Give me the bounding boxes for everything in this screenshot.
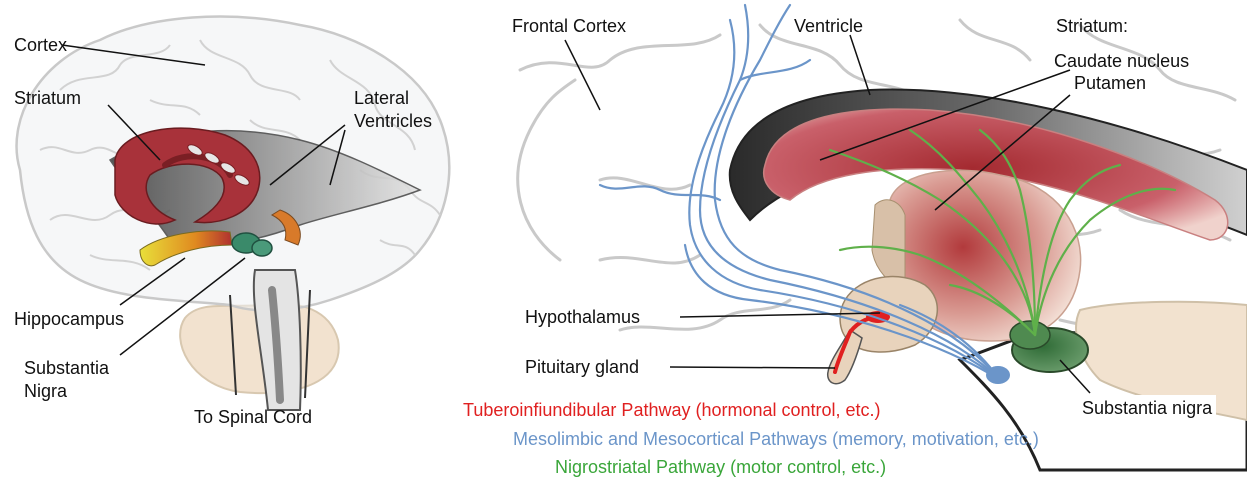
legend-mesolimbic: Mesolimbic and Mesocortical Pathways (me… [513, 428, 1039, 450]
label-lateral-ventricles-line1: Lateral [354, 87, 409, 109]
label-hypothalamus: Hypothalamus [525, 306, 640, 328]
label-lateral-ventricles-line2: Ventricles [354, 110, 432, 132]
label-striatum-left: Striatum [14, 87, 81, 109]
label-hippocampus: Hippocampus [14, 308, 124, 330]
label-striatum-right: Striatum: [1056, 15, 1128, 37]
label-caudate-nucleus: Caudate nucleus [1054, 50, 1189, 72]
label-substantia-nigra-line2: Nigra [24, 380, 67, 402]
label-putamen: Putamen [1074, 72, 1146, 94]
label-spinal-cord: To Spinal Cord [194, 406, 312, 428]
label-substantia-nigra-right: Substantia nigra [1078, 395, 1216, 421]
label-substantia-nigra-line1: Substantia [24, 357, 109, 379]
label-ventricle: Ventricle [794, 15, 863, 37]
legend-tuberoinfundibular: Tuberoinfiundibular Pathway (hormonal co… [463, 399, 881, 421]
right-pituitary-gland [828, 330, 862, 384]
legend-nigrostriatal: Nigrostriatal Pathway (motor control, et… [555, 456, 886, 478]
label-pituitary-gland: Pituitary gland [525, 356, 639, 378]
label-frontal-cortex: Frontal Cortex [512, 15, 626, 37]
label-cortex: Cortex [14, 34, 67, 56]
left-brain-illustration [17, 17, 450, 410]
